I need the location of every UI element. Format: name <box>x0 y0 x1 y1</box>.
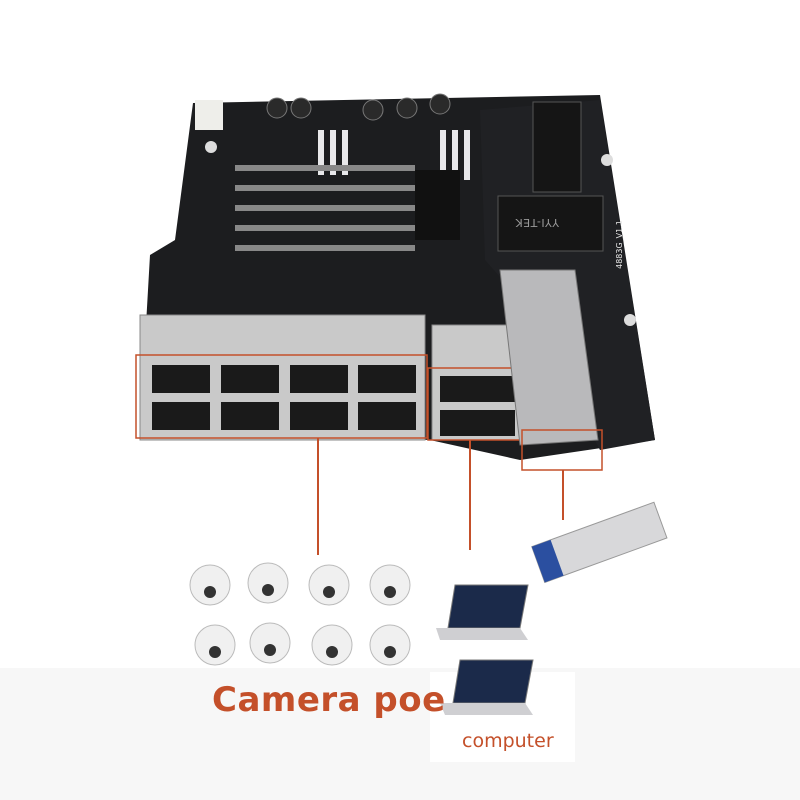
capacitors <box>266 93 451 121</box>
magnetics-chip-bottom <box>497 195 604 252</box>
poe-port-block <box>135 314 428 441</box>
switch-chip <box>415 170 460 240</box>
heatsinks <box>318 130 470 180</box>
mount-hole <box>601 154 613 166</box>
laptop <box>436 584 529 640</box>
sfp-cage <box>499 269 603 471</box>
sfp-module <box>531 501 668 584</box>
mount-hole <box>624 314 636 326</box>
camera-poe-caption: Camera poe <box>212 680 446 720</box>
dome-cameras <box>189 562 411 666</box>
magnetics-chip-top <box>532 101 582 193</box>
power-connector <box>195 100 223 130</box>
laptop <box>440 659 534 715</box>
chip-brand-marking: YYI-TEK <box>515 216 560 229</box>
computer-caption: computer <box>462 730 554 752</box>
board-model-marking: 4883G_V1.1 <box>614 220 624 269</box>
component-rows <box>235 165 415 251</box>
background-band <box>0 668 800 800</box>
uplink-port-block <box>427 324 525 441</box>
mount-hole <box>205 141 217 153</box>
